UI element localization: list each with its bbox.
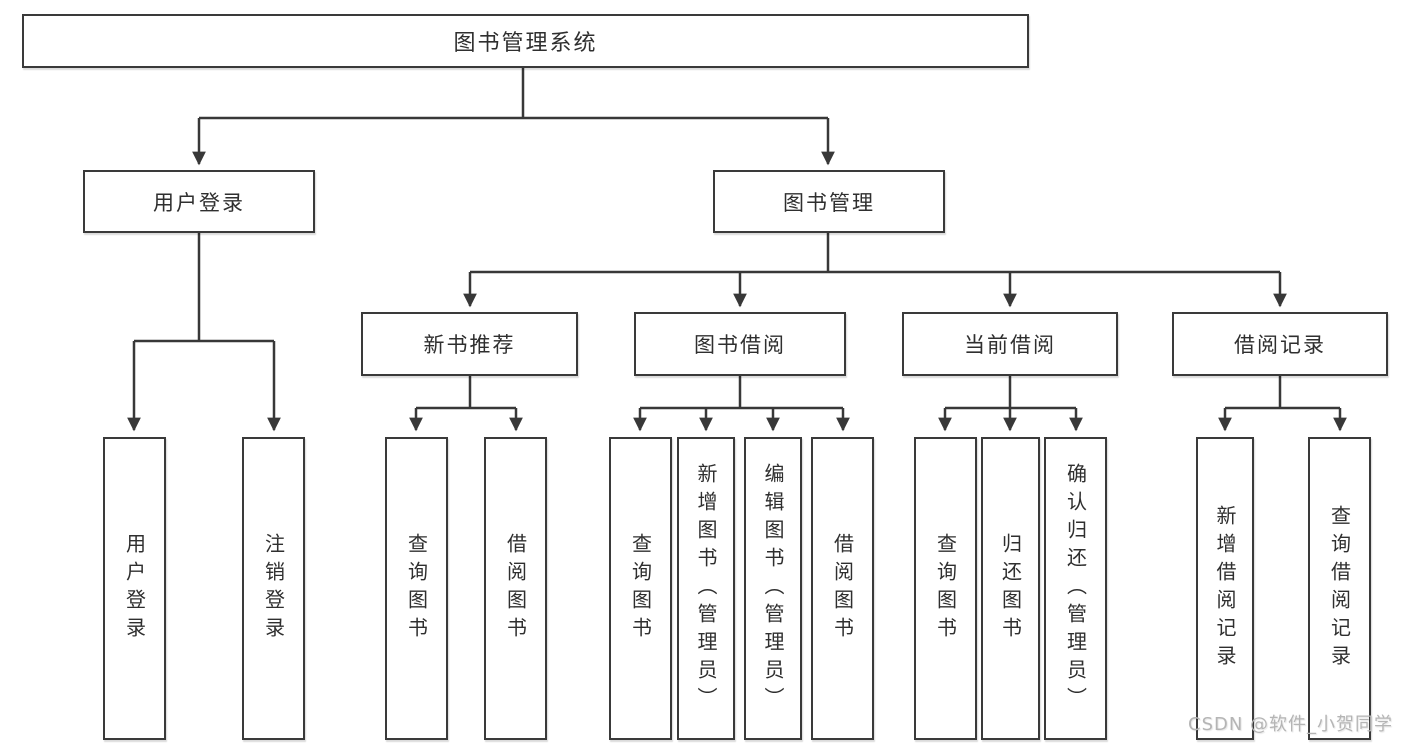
leaf-logout: 注销登录 xyxy=(242,437,305,740)
leaf-add-borrow-record: 新增借阅记录 xyxy=(1196,437,1254,740)
node-book-management: 图书管理 xyxy=(713,170,945,233)
node-user-login: 用户登录 xyxy=(83,170,315,233)
leaf-borrow-books: 借阅图书 xyxy=(811,437,874,740)
node-label: 借阅图书 xyxy=(830,532,855,645)
node-label: 新书推荐 xyxy=(423,333,516,357)
node-label: 查询图书 xyxy=(933,532,958,645)
node-label: 借阅图书 xyxy=(503,532,528,645)
node-label: 确认归还（管理员） xyxy=(1063,462,1088,715)
node-book-borrowing: 图书借阅 xyxy=(634,312,846,376)
node-label: 用户登录 xyxy=(122,532,147,645)
node-borrowing-records: 借阅记录 xyxy=(1172,312,1388,376)
node-label: 查询图书 xyxy=(404,532,429,645)
node-label: 借阅记录 xyxy=(1234,333,1326,357)
leaf-query-borrow-record: 查询借阅记录 xyxy=(1308,437,1371,740)
node-new-book-recommend: 新书推荐 xyxy=(361,312,578,376)
node-label: 查询借阅记录 xyxy=(1327,504,1352,673)
leaf-current-query-books: 查询图书 xyxy=(914,437,977,740)
node-label: 图书管理系统 xyxy=(453,31,598,56)
node-label: 图书借阅 xyxy=(694,333,786,357)
node-label: 注销登录 xyxy=(261,532,286,645)
leaf-confirm-return-admin: 确认归还（管理员） xyxy=(1044,437,1107,740)
csdn-watermark: CSDN @软件_小贺同学 xyxy=(1188,714,1394,735)
node-current-borrowing: 当前借阅 xyxy=(902,312,1118,376)
node-label: 查询图书 xyxy=(628,532,653,645)
leaf-user-login: 用户登录 xyxy=(103,437,166,740)
leaf-return-books: 归还图书 xyxy=(981,437,1040,740)
leaf-borrowing-query-books: 查询图书 xyxy=(609,437,672,740)
leaf-edit-books-admin: 编辑图书（管理员） xyxy=(744,437,802,740)
node-label: 归还图书 xyxy=(998,532,1023,645)
node-library-system: 图书管理系统 xyxy=(22,14,1029,68)
connector-trunks xyxy=(134,68,1340,410)
leaf-add-books-admin: 新增图书（管理员） xyxy=(677,437,735,740)
leaf-recommend-query-books: 查询图书 xyxy=(385,437,448,740)
node-label: 用户登录 xyxy=(153,190,245,215)
node-label: 编辑图书（管理员） xyxy=(761,462,785,715)
node-label: 图书管理 xyxy=(783,190,875,215)
node-label: 新增借阅记录 xyxy=(1213,504,1237,673)
leaf-recommend-borrow-books: 借阅图书 xyxy=(484,437,547,740)
node-label: 新增图书（管理员） xyxy=(694,462,718,715)
node-label: 当前借阅 xyxy=(964,333,1056,357)
